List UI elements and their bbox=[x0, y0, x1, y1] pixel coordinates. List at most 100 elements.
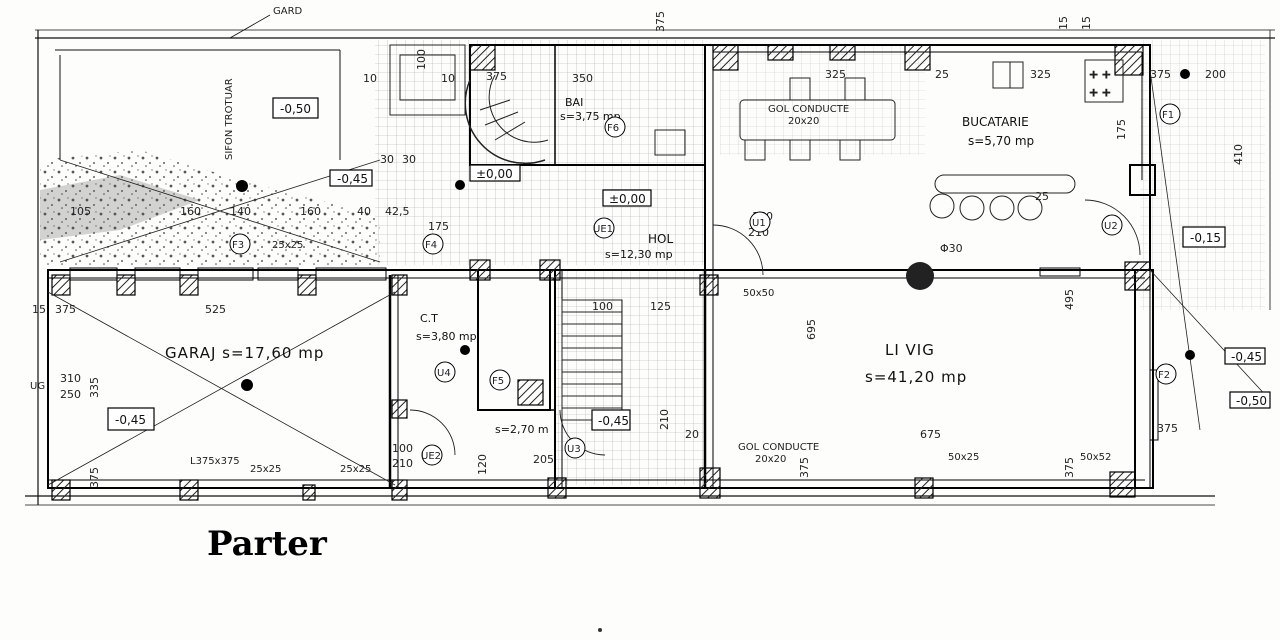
dim-175b: 175 bbox=[428, 220, 449, 233]
dim-50x25: 50x25 bbox=[948, 452, 979, 463]
dim-375-b4: 375 bbox=[1157, 422, 1178, 435]
label-trotuar: SIFON TROTUAR bbox=[224, 78, 235, 160]
room-bai-area: s=3,75 mp bbox=[560, 110, 621, 123]
boundary-lines bbox=[25, 14, 1275, 506]
room-ct-area: s=3,80 mp bbox=[416, 330, 477, 343]
dim-205: 205 bbox=[533, 453, 554, 466]
label-gol-bottom-size: 20x20 bbox=[755, 454, 786, 465]
drain-points bbox=[236, 69, 1195, 391]
marker-f4: F4 bbox=[425, 240, 437, 251]
dim-250: 250 bbox=[60, 388, 81, 401]
furniture: + + + + bbox=[389, 44, 1124, 221]
detail-marker-labels: F1 F2 F3 F4 F5 F6 U1 U2 U3 U4 UE1 UE2 bbox=[232, 110, 1174, 462]
dim-25x25a: 25x25 bbox=[272, 240, 303, 251]
dim-375-b3: 375 bbox=[1063, 457, 1076, 478]
level-terrace-left: -0,45 bbox=[337, 172, 368, 186]
dim-325a: 325 bbox=[825, 68, 846, 81]
dim-210c: 210 bbox=[392, 457, 413, 470]
dim-200: 200 bbox=[1205, 68, 1226, 81]
dim-375-b2: 375 bbox=[798, 457, 811, 478]
marker-f1: F1 bbox=[1162, 110, 1174, 121]
dim-495: 495 bbox=[1063, 289, 1076, 310]
dim-120: 120 bbox=[476, 454, 489, 475]
room-hol-name: HOL bbox=[648, 232, 673, 246]
marker-ue1: UE1 bbox=[593, 224, 613, 235]
marker-u3: U3 bbox=[567, 444, 581, 455]
dim-160b: 160 bbox=[300, 205, 321, 218]
dim-375x375: L375x375 bbox=[190, 456, 240, 467]
label-ug: UG bbox=[30, 381, 45, 392]
windows bbox=[69, 267, 1159, 441]
room-hol-area: s=12,30 mp bbox=[605, 248, 673, 261]
dim-100b: 100 bbox=[592, 300, 613, 313]
level-garden: -0,50 bbox=[280, 102, 311, 116]
room-bucatarie-area: s=5,70 mp bbox=[968, 134, 1034, 148]
dim-105: 105 bbox=[70, 205, 91, 218]
dim-10b: 10 bbox=[441, 72, 455, 85]
living-column bbox=[906, 262, 934, 290]
room-living-area: s=41,20 mp bbox=[865, 368, 967, 386]
marker-u2: U2 bbox=[1104, 221, 1118, 232]
dim-20: 20 bbox=[685, 428, 699, 441]
label-gol-top: GOL CONDUCTE bbox=[768, 104, 849, 115]
dim-350: 350 bbox=[572, 72, 593, 85]
dim-160a: 160 bbox=[180, 205, 201, 218]
label-gol-top-size: 20x20 bbox=[788, 116, 819, 127]
svg-text:+ +: + + bbox=[1089, 86, 1111, 99]
dim-210b: 210 bbox=[658, 409, 671, 430]
dim-15: 15 bbox=[32, 303, 46, 316]
dim-50x52: 50x52 bbox=[1080, 452, 1111, 463]
marker-f2: F2 bbox=[1158, 370, 1170, 381]
dim-10a: 10 bbox=[363, 72, 377, 85]
plan-caption: Parter bbox=[207, 524, 327, 564]
dim-335: 335 bbox=[88, 377, 101, 398]
room-small-area: s=2,70 m bbox=[495, 423, 549, 436]
room-living-name: LI VIG bbox=[885, 341, 935, 359]
dim-325b: 325 bbox=[1030, 68, 1051, 81]
room-garaj: GARAJ s=17,60 mp bbox=[165, 344, 324, 362]
tiled-floors bbox=[375, 40, 1265, 485]
dim-30b: 30 bbox=[402, 153, 416, 166]
dim-30a: 30 bbox=[380, 153, 394, 166]
marker-u4: U4 bbox=[437, 368, 451, 379]
dim-top-375: 375 bbox=[654, 11, 667, 32]
dim-375-r: 375 bbox=[1150, 68, 1171, 81]
marker-f5: F5 bbox=[492, 376, 504, 387]
label-gard: GARD bbox=[273, 6, 303, 17]
dim-100c: 100 bbox=[392, 442, 413, 455]
dim-375-b1: 375 bbox=[88, 467, 101, 488]
dim-695: 695 bbox=[805, 319, 818, 340]
level-boxes bbox=[107, 97, 1271, 431]
dimension-labels: 375 15 15 100 10 10 350 375 325 325 25 2… bbox=[32, 11, 1245, 488]
level-right-side-1: -0,45 bbox=[1231, 350, 1262, 364]
dim-675: 675 bbox=[920, 428, 941, 441]
dim-525: 525 bbox=[205, 303, 226, 316]
room-ct-name: C.T bbox=[420, 312, 438, 325]
room-bai-name: BAI bbox=[565, 96, 583, 109]
marker-f3: F3 bbox=[232, 240, 244, 251]
dim-175: 175 bbox=[1115, 119, 1128, 140]
level-hall: ±0,00 bbox=[476, 167, 513, 181]
dim-425: 42,5 bbox=[385, 205, 410, 218]
dim-125: 125 bbox=[650, 300, 671, 313]
dim-25a: 25 bbox=[935, 68, 949, 81]
level-right-side-2: -0,50 bbox=[1236, 394, 1267, 408]
level-right-terrace: -0,15 bbox=[1190, 231, 1221, 245]
floor-plan: + + + + bbox=[25, 6, 1275, 506]
dim-375-l: 375 bbox=[55, 303, 76, 316]
scan-speck bbox=[598, 628, 602, 632]
dim-25x25c: 25x25 bbox=[340, 464, 371, 475]
dim-100: 100 bbox=[415, 49, 428, 70]
dim-top-15b: 15 bbox=[1080, 16, 1093, 30]
level-hall2: ±0,00 bbox=[609, 192, 646, 206]
dim-25x25b: 25x25 bbox=[250, 464, 281, 475]
dim-40: 40 bbox=[357, 205, 371, 218]
dim-140: 140 bbox=[230, 205, 251, 218]
dim-25b: 25 bbox=[1035, 190, 1049, 203]
construction-lines bbox=[47, 69, 1271, 486]
dim-310: 310 bbox=[60, 372, 81, 385]
svg-text:+ +: + + bbox=[1089, 68, 1111, 81]
label-gol-bottom: GOL CONDUCTE bbox=[738, 442, 819, 453]
room-bucatarie-name: BUCATARIE bbox=[962, 115, 1029, 129]
marker-f6: F6 bbox=[607, 123, 619, 134]
